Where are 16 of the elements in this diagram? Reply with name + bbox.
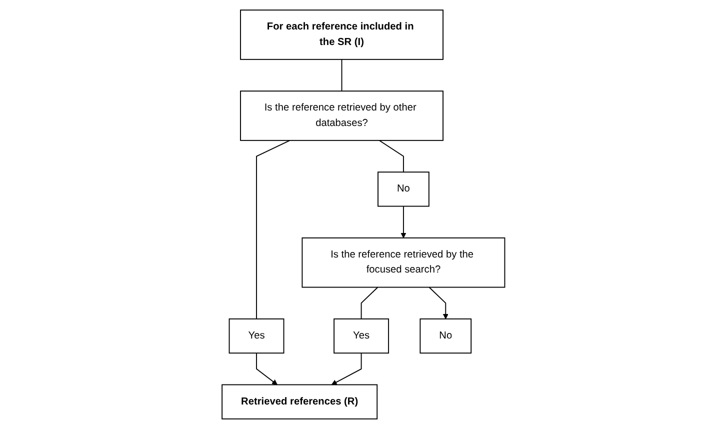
connector <box>378 140 404 173</box>
arrow <box>428 286 448 320</box>
connector <box>256 140 290 320</box>
node-box: Yes <box>333 318 389 354</box>
arrow <box>400 206 406 238</box>
node-box: No <box>419 318 472 354</box>
arrow <box>330 352 362 385</box>
node-box: No <box>377 172 429 207</box>
node-box: Yes <box>228 318 284 354</box>
node-box: Is the reference retrieved by the focused search? <box>301 237 505 288</box>
node-box: Is the reference retrieved by other databases? <box>240 90 444 141</box>
connector <box>360 286 378 320</box>
connector <box>340 58 342 92</box>
node-box: For each reference included in the SR (I) <box>240 10 444 60</box>
node-box: Retrieved references (R) <box>221 384 378 420</box>
arrow <box>256 352 278 385</box>
